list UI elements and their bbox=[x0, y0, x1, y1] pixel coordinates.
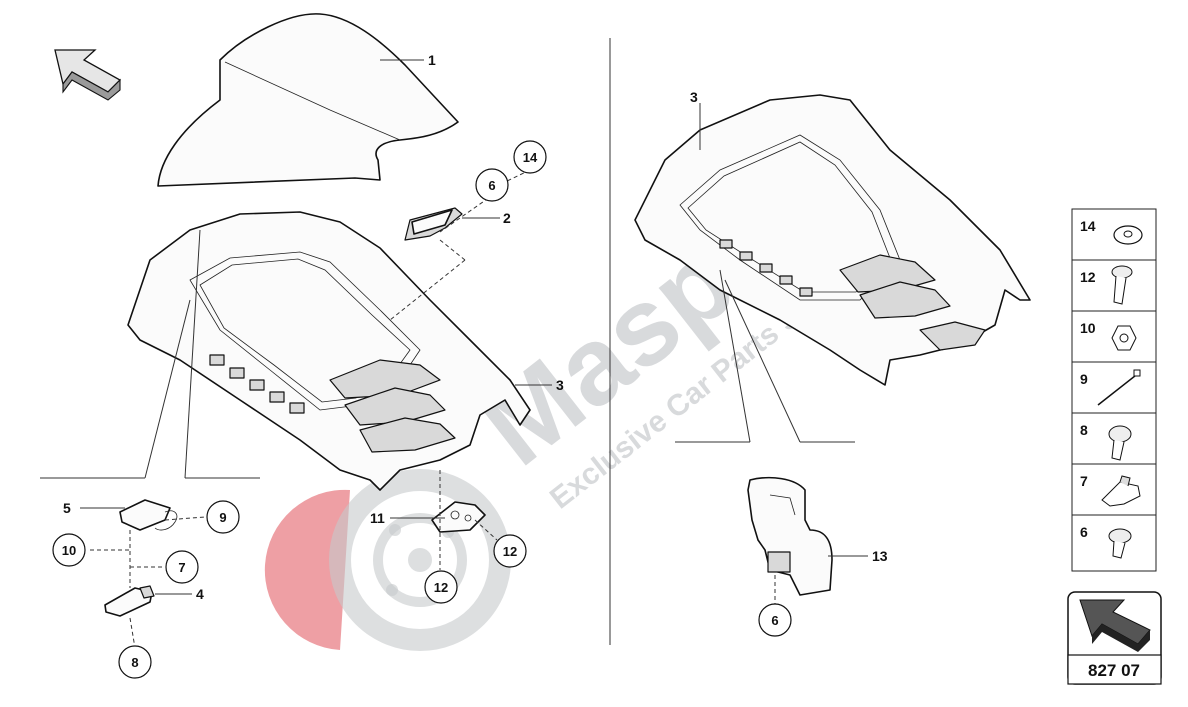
flange-screw-icon bbox=[1111, 265, 1133, 305]
callout-1: 1 bbox=[428, 52, 436, 68]
svg-text:12: 12 bbox=[1080, 269, 1096, 285]
callout-14-circle: 14 bbox=[513, 140, 547, 174]
callout-9-circle: 9 bbox=[206, 500, 240, 534]
leader-lines bbox=[40, 38, 868, 645]
callout-13: 13 bbox=[872, 548, 888, 564]
part-2-clip[interactable] bbox=[404, 207, 463, 241]
svg-text:10: 10 bbox=[1080, 320, 1096, 336]
legend-row-14[interactable]: 14 bbox=[1071, 208, 1157, 261]
direction-arrow-icon bbox=[54, 49, 122, 101]
callout-3-left: 3 bbox=[556, 377, 564, 393]
callout-12-right-circle: 12 bbox=[493, 534, 527, 568]
callout-7-circle: 7 bbox=[165, 550, 199, 584]
callout-5: 5 bbox=[63, 500, 71, 516]
diagram-code: 827 07 bbox=[1088, 661, 1140, 680]
orientation-arrow-icon bbox=[1079, 599, 1151, 652]
circled-callouts: 14 6 9 10 7 8 12 12 bbox=[52, 140, 792, 679]
callout-2: 2 bbox=[503, 210, 511, 226]
intake-vents bbox=[329, 359, 456, 453]
svg-text:12: 12 bbox=[434, 580, 448, 595]
svg-text:6: 6 bbox=[488, 178, 495, 193]
callout-12-bottom-circle: 12 bbox=[424, 570, 458, 604]
svg-text:7: 7 bbox=[1080, 473, 1088, 489]
side-vents bbox=[209, 354, 305, 414]
hex-nut-icon bbox=[1111, 325, 1137, 351]
svg-text:9: 9 bbox=[219, 510, 226, 525]
torx-screw-icon bbox=[1108, 425, 1132, 461]
diagram-code-badge: 827 07 bbox=[1067, 591, 1162, 685]
svg-text:6: 6 bbox=[771, 613, 778, 628]
callout-4: 4 bbox=[196, 586, 204, 602]
svg-text:12: 12 bbox=[503, 544, 517, 559]
svg-text:8: 8 bbox=[1080, 422, 1088, 438]
svg-text:14: 14 bbox=[523, 150, 538, 165]
part-5-sensor[interactable] bbox=[119, 499, 178, 531]
svg-text:14: 14 bbox=[1080, 218, 1096, 234]
legend-row-10[interactable]: 10 bbox=[1071, 310, 1157, 363]
legend-row-8[interactable]: 8 bbox=[1071, 412, 1157, 465]
legend-row-9[interactable]: 9 bbox=[1071, 361, 1157, 414]
callout-3-right: 3 bbox=[690, 89, 698, 105]
legend-row-12[interactable]: 12 bbox=[1071, 259, 1157, 312]
callout-labels: 1 2 3 3 4 5 11 13 bbox=[63, 52, 888, 602]
svg-text:7: 7 bbox=[178, 560, 185, 575]
callout-8-circle: 8 bbox=[118, 645, 152, 679]
callout-11: 11 bbox=[370, 510, 385, 526]
cable-tie-icon bbox=[1097, 369, 1141, 406]
callout-10-circle: 10 bbox=[52, 533, 86, 567]
part-1-cover[interactable] bbox=[157, 13, 459, 187]
part-3-engine-cover-left[interactable] bbox=[127, 211, 531, 491]
washer-icon bbox=[1113, 225, 1143, 245]
svg-text:10: 10 bbox=[62, 543, 76, 558]
dashed-leader-lines bbox=[90, 169, 776, 649]
legend-row-6[interactable]: 6 bbox=[1071, 514, 1157, 572]
callout-6-bottom-circle: 6 bbox=[758, 603, 792, 637]
part-3-engine-cover-right[interactable] bbox=[634, 94, 1031, 386]
part-11-holder[interactable] bbox=[431, 501, 486, 533]
clip-bracket-icon bbox=[1101, 475, 1141, 507]
svg-text:9: 9 bbox=[1080, 371, 1088, 387]
svg-text:6: 6 bbox=[1080, 524, 1088, 540]
callout-6-top-circle: 6 bbox=[475, 168, 509, 202]
hardware-legend: 14 12 10 9 bbox=[1071, 208, 1157, 572]
underside-vents bbox=[719, 239, 813, 297]
short-screw-icon bbox=[1108, 528, 1132, 559]
svg-text:8: 8 bbox=[131, 655, 138, 670]
part-13-mount-bracket[interactable] bbox=[747, 476, 833, 596]
part-4-bracket[interactable] bbox=[104, 585, 155, 617]
legend-row-7[interactable]: 7 bbox=[1071, 463, 1157, 516]
